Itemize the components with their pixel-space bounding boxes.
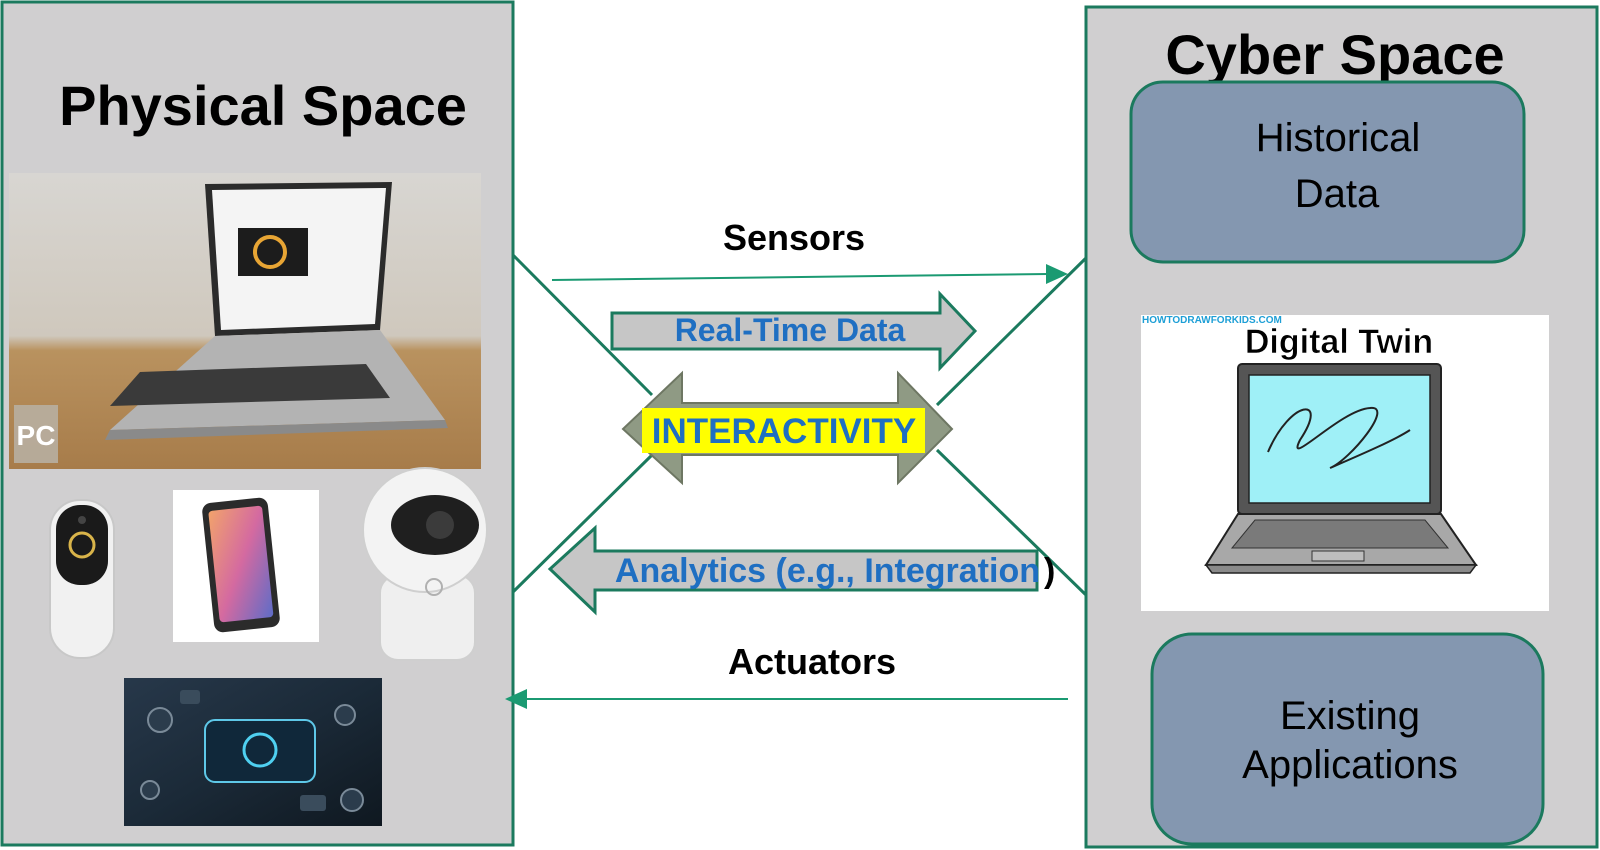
interactivity-double-arrow[interactable]: INTERACTIVITY [621, 370, 954, 486]
smartphone-photo [173, 490, 319, 642]
physical-space-panel: Physical Space PC [0, 0, 515, 847]
cyber-space-title: Cyber Space [1165, 23, 1504, 86]
laptop-photo: PC [9, 173, 481, 469]
digital-twin-box: HOWTODRAWFORKIDS.COM Digital Twin [1141, 315, 1549, 611]
existing-line-2: Applications [1242, 743, 1458, 787]
sensors-label: Sensors [723, 217, 865, 258]
historical-line-2: Data [1295, 172, 1380, 216]
connector-lines [511, 253, 1088, 597]
existing-applications-box: Existing Applications [1150, 632, 1545, 846]
sensors-arrow[interactable]: Sensors [551, 217, 1068, 284]
historical-line-1: Historical [1256, 116, 1420, 160]
actuators-label: Actuators [728, 641, 896, 682]
existing-line-1: Existing [1280, 694, 1420, 738]
real-time-data-label: Real-Time Data [675, 312, 906, 348]
security-camera-icon [49, 499, 115, 659]
historical-data-box: Historical Data [1129, 80, 1526, 264]
iot-devices-photo [124, 678, 382, 826]
svg-text:PC: PC [17, 420, 56, 451]
cyber-space-panel: Cyber Space Historical Data HOWTODRAWFOR… [1084, 5, 1599, 849]
laptop-drawing-icon [1204, 363, 1478, 574]
twin-watermark: HOWTODRAWFORKIDS.COM [1142, 315, 1282, 326]
physical-space-title: Physical Space [59, 74, 467, 137]
interactivity-highlight [642, 408, 925, 453]
analytics-label: Analytics (e.g., Integration [615, 552, 1040, 590]
interactivity-label: INTERACTIVITY [652, 412, 916, 451]
actuators-arrow[interactable]: Actuators [505, 641, 1068, 709]
analytics-arrow[interactable]: Analytics (e.g., Integration ) [547, 524, 1055, 616]
analytics-close-paren: ) [1044, 552, 1055, 590]
pcmag-watermark: PC [14, 405, 58, 463]
real-time-data-arrow[interactable]: Real-Time Data [610, 290, 978, 372]
dome-camera-icon [362, 467, 488, 661]
digital-twin-label: Digital Twin [1245, 323, 1433, 361]
